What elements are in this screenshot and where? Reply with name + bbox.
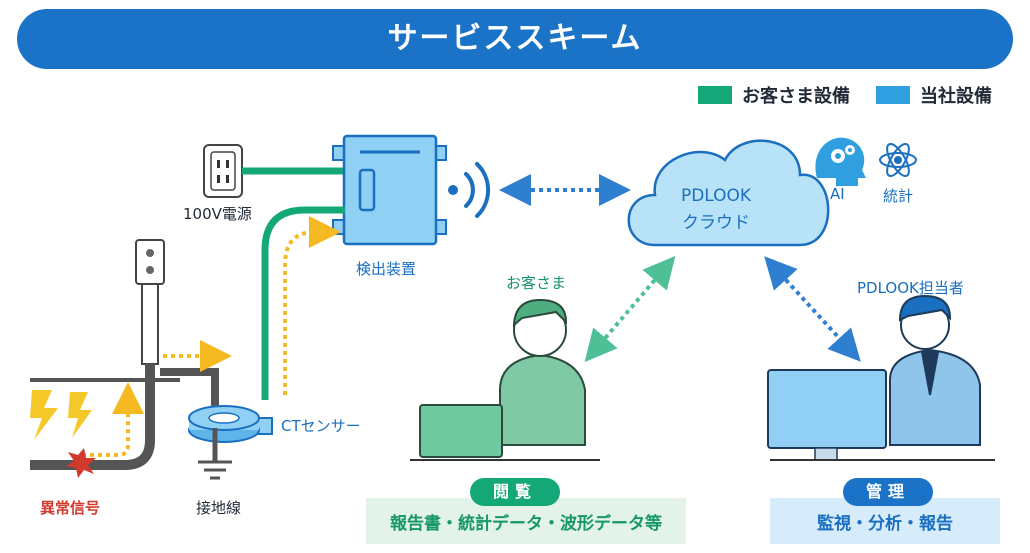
manage-description: 監視・分析・報告 [817, 514, 953, 534]
cloud-label-line1: PDLOOK [680, 186, 752, 206]
customer-label: お客さま [506, 274, 567, 292]
atom-icon [879, 143, 917, 177]
ct-cable [261, 206, 345, 400]
cloud-shape [627, 139, 830, 247]
legend-customer-label: お客さま設備 [742, 86, 850, 107]
cloud-staff-link [764, 256, 861, 362]
ground-label: 接地線 [196, 499, 242, 517]
legend-company: 当社設備 [876, 84, 992, 107]
cloud-customer-link [584, 255, 676, 363]
anomaly-label: 異常信号 [40, 499, 101, 517]
lightning-icon [30, 390, 92, 440]
signal-light-icon [135, 239, 165, 365]
ai-head-icon [815, 137, 866, 186]
signal-path-detector [283, 216, 341, 395]
legend-company-swatch [876, 86, 910, 104]
customer-person-icon [499, 298, 586, 446]
stats-label: 統計 [883, 187, 914, 205]
ground-icon [198, 460, 232, 480]
staff-label: PDLOOK担当者 [857, 279, 964, 297]
laptop-icon [410, 404, 600, 461]
ai-label: AI [830, 185, 845, 203]
ct-sensor-icon [188, 405, 273, 443]
legend-customer-swatch [698, 86, 732, 104]
manage-pill: 管理 [843, 478, 933, 506]
spark-icon [66, 448, 96, 478]
outlet-icon [203, 144, 243, 198]
manage-pill-label: 管理 [865, 482, 910, 501]
wifi-icon [448, 162, 491, 218]
detector-label: 検出装置 [356, 260, 417, 278]
legend-customer: お客さま設備 [698, 84, 850, 107]
legend-company-label: 当社設備 [920, 86, 992, 107]
signal-arrow-up [82, 382, 144, 457]
page-title: サービススキーム [387, 21, 643, 56]
view-pill: 閲覧 [470, 478, 560, 506]
monitor-icon [767, 369, 995, 461]
view-pill-label: 閲覧 [492, 482, 537, 501]
ground-wire [160, 368, 219, 408]
title-banner: サービススキーム [17, 9, 1013, 69]
view-description: 報告書・統計データ・波形データ等 [390, 514, 662, 534]
view-description-box: 報告書・統計データ・波形データ等 [366, 498, 686, 544]
outlet-label: 100V電源 [183, 205, 252, 223]
cloud-label-line2: クラウド [682, 213, 750, 233]
pole-ground-line [30, 364, 155, 470]
ct-sensor-label: CTセンサー [281, 417, 361, 435]
staff-person-icon [889, 294, 981, 446]
detector-device-icon [332, 134, 447, 246]
